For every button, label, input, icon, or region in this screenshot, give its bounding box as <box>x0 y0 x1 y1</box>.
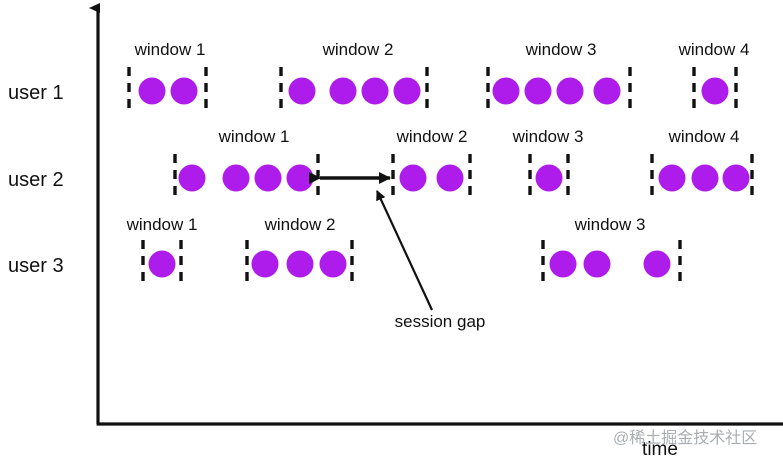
session-window[interactable]: window 1 <box>126 215 198 288</box>
event-dot <box>593 77 621 105</box>
event-dot <box>524 77 552 105</box>
event-dot <box>319 250 347 278</box>
event-dot <box>254 164 282 192</box>
event-dot <box>556 77 584 105</box>
event-dot <box>492 77 520 105</box>
event-dot <box>361 77 389 105</box>
user-label: user 3 <box>8 255 64 277</box>
event-dot <box>393 77 421 105</box>
window-label: window 3 <box>525 40 597 59</box>
window-label: window 4 <box>678 40 750 59</box>
window-label: window 1 <box>134 40 206 59</box>
user-row: user 1 window 1 window 2 window 3 window 4 <box>8 40 749 115</box>
window-label: window 3 <box>574 215 646 234</box>
x-axis-label: time <box>642 439 678 460</box>
session-window[interactable]: window 2 <box>391 127 472 202</box>
event-dot <box>286 250 314 278</box>
event-dot <box>178 164 206 192</box>
event-dot <box>286 164 314 192</box>
window-label: window 3 <box>512 127 584 146</box>
session-window[interactable]: window 4 <box>678 40 750 115</box>
session-gap-label: session gap <box>395 312 486 331</box>
session-window[interactable]: window 3 <box>512 127 584 202</box>
event-dot <box>288 77 316 105</box>
event-dot <box>583 250 611 278</box>
event-dot <box>148 250 176 278</box>
session-window[interactable]: window 2 <box>279 40 429 115</box>
session-window[interactable]: window 4 <box>650 127 754 202</box>
session-gap-annotation: session gap <box>309 172 486 331</box>
window-label: window 4 <box>668 127 740 146</box>
event-dot <box>691 164 719 192</box>
user-row: user 3 window 1 window 2 window 3 <box>8 215 682 288</box>
session-window[interactable]: window 3 <box>541 215 682 288</box>
window-label: window 2 <box>322 40 394 59</box>
event-dot <box>643 250 671 278</box>
event-dot <box>138 77 166 105</box>
window-label: window 1 <box>126 215 198 234</box>
session-window[interactable]: window 1 <box>127 40 208 115</box>
event-dot <box>535 164 563 192</box>
window-label: window 2 <box>264 215 336 234</box>
session-window[interactable]: window 2 <box>245 215 354 288</box>
event-dot <box>701 77 729 105</box>
session-window[interactable]: window 3 <box>486 40 632 115</box>
event-dot <box>222 164 250 192</box>
user-label: user 2 <box>8 169 64 191</box>
event-dot <box>549 250 577 278</box>
event-dot <box>722 164 750 192</box>
event-dot <box>329 77 357 105</box>
user-row: user 2 window 1 window 2 window 3 window 4 <box>8 127 754 202</box>
window-label: window 1 <box>218 127 290 146</box>
window-label: window 2 <box>396 127 468 146</box>
event-dot <box>658 164 686 192</box>
event-dot <box>436 164 464 192</box>
event-dot <box>170 77 198 105</box>
event-dot <box>399 164 427 192</box>
session-gap-pointer-line <box>376 190 433 311</box>
session-window[interactable]: window 1 <box>173 127 320 202</box>
user-label: user 1 <box>8 82 64 104</box>
event-dot <box>251 250 279 278</box>
axes <box>89 3 783 426</box>
watermark-text: @稀土掘金技术社区 <box>613 429 757 447</box>
